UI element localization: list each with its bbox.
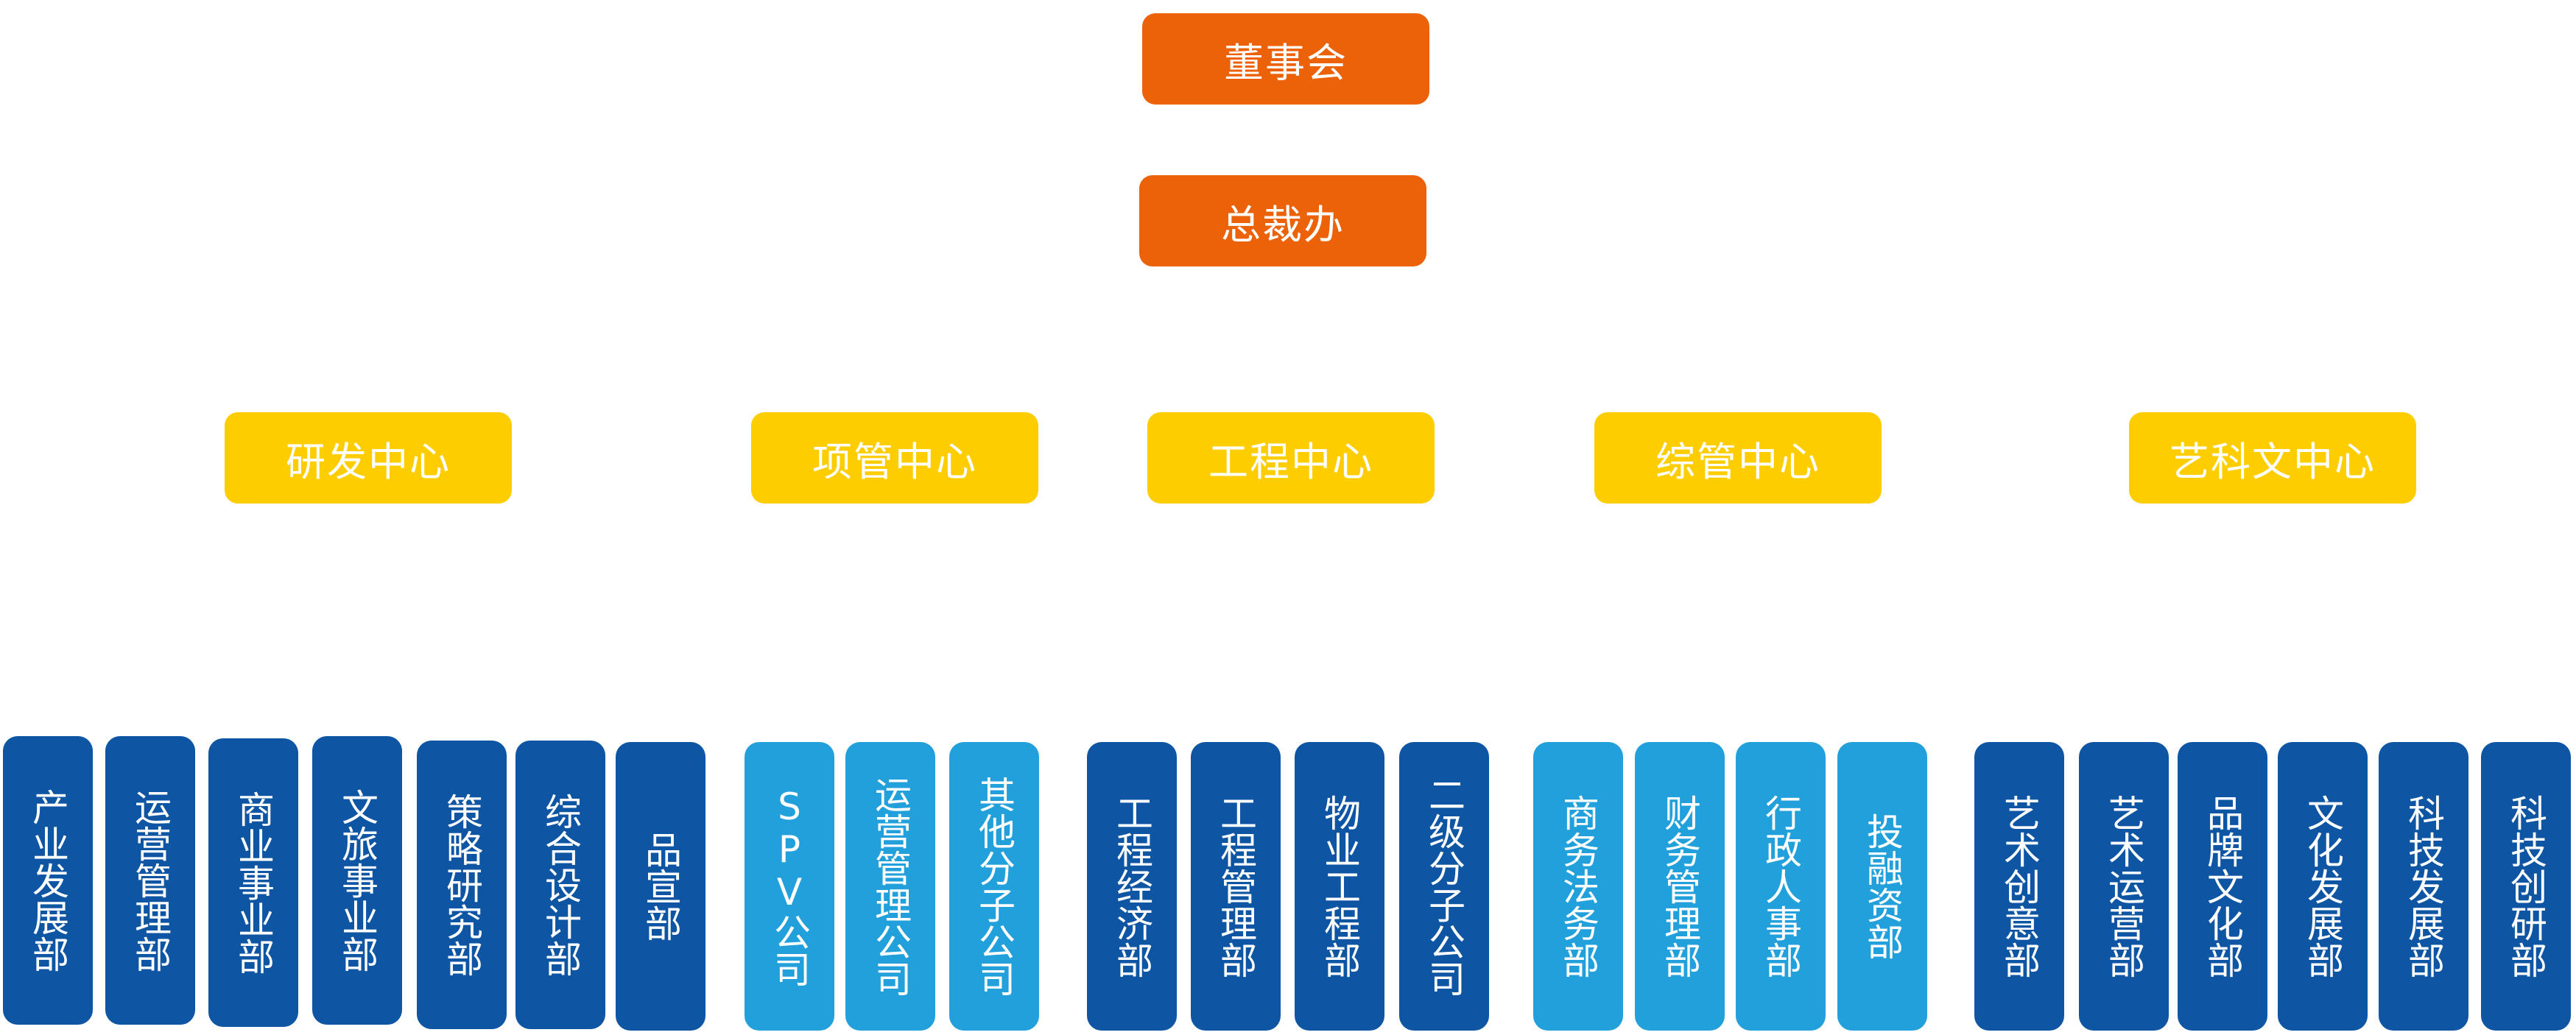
dept-label: 运营管理部 xyxy=(129,788,172,972)
dept-label: 行政人事部 xyxy=(1759,794,1802,978)
center-rd-label: 研发中心 xyxy=(286,438,451,485)
dept-label: 二级分子公司 xyxy=(1423,776,1465,997)
board-label: 董事会 xyxy=(1224,39,1348,86)
dept-label: 工程经济部 xyxy=(1111,794,1153,978)
president-office-box: 总裁办 xyxy=(1139,175,1426,266)
dept-label: 其他分子公司 xyxy=(973,776,1016,997)
center-art: 艺科文中心 xyxy=(2129,412,2416,504)
dept-box: 物业工程部 xyxy=(1295,742,1384,1031)
dept-label: 商业事业部 xyxy=(232,791,275,975)
dept-label: 品宣部 xyxy=(639,831,682,942)
dept-box: 科技发展部 xyxy=(2379,742,2468,1031)
center-eng-label: 工程中心 xyxy=(1208,438,1373,485)
dept-label: 文旅事业部 xyxy=(336,788,379,972)
dept-box: 品宣部 xyxy=(616,742,705,1031)
board-box: 董事会 xyxy=(1142,13,1429,105)
dept-box: 运营管理部 xyxy=(105,736,195,1025)
dept-box: 其他分子公司 xyxy=(949,742,1039,1031)
dept-box: 综合设计部 xyxy=(515,741,605,1029)
dept-box: 运营管理公司 xyxy=(845,742,935,1031)
dept-label: 艺术运营部 xyxy=(2102,794,2145,978)
dept-label: SPV公司 xyxy=(768,785,811,987)
dept-label: 产业发展部 xyxy=(27,788,69,972)
dept-label: 运营管理公司 xyxy=(869,776,912,997)
dept-box: 商务法务部 xyxy=(1533,742,1623,1031)
dept-box: SPV公司 xyxy=(745,742,834,1031)
center-art-label: 艺科文中心 xyxy=(2169,438,2376,485)
dept-label: 财务管理部 xyxy=(1658,794,1701,978)
dept-box: 二级分子公司 xyxy=(1399,742,1489,1031)
dept-box: 文化发展部 xyxy=(2278,742,2368,1031)
center-pm: 项管中心 xyxy=(751,412,1038,504)
dept-label: 科技创研部 xyxy=(2505,794,2547,978)
dept-box: 工程管理部 xyxy=(1191,742,1281,1031)
dept-label: 文化发展部 xyxy=(2301,794,2344,978)
dept-label: 科技发展部 xyxy=(2402,794,2445,978)
dept-label: 艺术创意部 xyxy=(1998,794,2041,978)
dept-box: 工程经济部 xyxy=(1087,742,1177,1031)
dept-label: 商务法务部 xyxy=(1557,794,1600,978)
dept-box: 行政人事部 xyxy=(1736,742,1826,1031)
dept-box: 文旅事业部 xyxy=(312,736,402,1025)
dept-label: 物业工程部 xyxy=(1318,794,1361,978)
center-eng: 工程中心 xyxy=(1147,412,1435,504)
dept-box: 科技创研部 xyxy=(2481,742,2571,1031)
dept-label: 工程管理部 xyxy=(1214,794,1257,978)
dept-box: 财务管理部 xyxy=(1635,742,1725,1031)
dept-box: 品牌文化部 xyxy=(2178,742,2267,1031)
president-office-label: 总裁办 xyxy=(1221,201,1345,248)
center-pm-label: 项管中心 xyxy=(812,438,977,485)
dept-label: 投融资部 xyxy=(1861,813,1904,960)
center-admin-label: 综管中心 xyxy=(1655,438,1820,485)
dept-box: 投融资部 xyxy=(1837,742,1927,1031)
dept-label: 策略研究部 xyxy=(440,793,483,977)
center-admin: 综管中心 xyxy=(1594,412,1882,504)
dept-box: 策略研究部 xyxy=(417,741,507,1029)
dept-box: 商业事业部 xyxy=(208,738,298,1027)
dept-label: 综合设计部 xyxy=(539,793,582,977)
dept-box: 产业发展部 xyxy=(3,736,93,1025)
dept-box: 艺术运营部 xyxy=(2079,742,2169,1031)
dept-box: 艺术创意部 xyxy=(1974,742,2064,1031)
dept-label: 品牌文化部 xyxy=(2201,794,2244,978)
center-rd: 研发中心 xyxy=(225,412,512,504)
